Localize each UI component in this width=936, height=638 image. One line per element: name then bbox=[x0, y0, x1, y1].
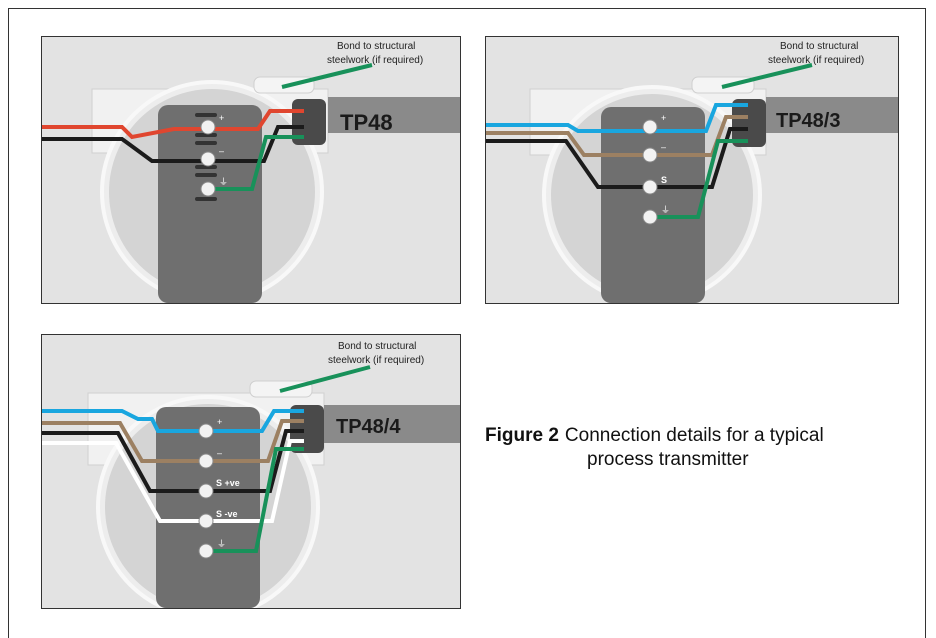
terminal-label-earth: ⏚ bbox=[661, 205, 670, 215]
terminal-label-plus: + bbox=[219, 113, 224, 123]
bond-label-line2: steelwork (if required) bbox=[327, 55, 423, 66]
terminal-label-plus: + bbox=[217, 417, 222, 427]
cable-gland-body bbox=[328, 97, 460, 133]
terminal-label-s-neg: S -ve bbox=[216, 509, 238, 519]
diagram-tp48: TP48 + – ⏚ Bond to structural steelwork … bbox=[41, 36, 461, 304]
terminal-label-earth: ⏚ bbox=[219, 177, 228, 187]
terminal-label-s: S bbox=[661, 175, 667, 185]
diagram-tp48-3: TP48/3 + – S ⏚ Bond to structural steelw… bbox=[485, 36, 899, 304]
bond-label-line1: Bond to structural bbox=[780, 41, 858, 52]
bond-label-line2: steelwork (if required) bbox=[328, 355, 424, 366]
wire-green bbox=[206, 447, 304, 553]
model-label: TP48/4 bbox=[336, 416, 401, 438]
terminal-screws bbox=[198, 423, 214, 559]
terminal-tabs bbox=[195, 113, 217, 201]
terminal-screws bbox=[200, 119, 216, 197]
wire-bond bbox=[721, 63, 813, 89]
bond-label-line1: Bond to structural bbox=[337, 41, 415, 52]
terminal-strip bbox=[156, 407, 260, 608]
terminal-screws bbox=[642, 119, 658, 225]
terminal-label-s-pos: S +ve bbox=[216, 478, 240, 488]
cable-gland bbox=[732, 99, 766, 147]
terminal-label-minus: – bbox=[219, 146, 224, 156]
bond-label-line2: steelwork (if required) bbox=[768, 55, 864, 66]
wire-bond bbox=[281, 63, 373, 89]
figure-label: Figure 2 bbox=[485, 425, 559, 446]
caption-line2: process transmitter bbox=[587, 449, 749, 470]
page-frame bbox=[8, 8, 926, 638]
wire-green bbox=[208, 135, 304, 191]
wire-blue bbox=[42, 409, 304, 433]
cable-gland-body bbox=[766, 97, 898, 133]
terminal-label-minus: – bbox=[661, 142, 666, 152]
wire-bond bbox=[279, 365, 371, 393]
diagram-tp48-4: TP48/4 + – S +ve S -ve ⏚ Bond to structu… bbox=[41, 334, 461, 609]
terminal-label-minus: – bbox=[217, 448, 222, 458]
model-label: TP48 bbox=[340, 110, 393, 135]
terminal-label-earth: ⏚ bbox=[217, 539, 226, 549]
terminal-strip bbox=[158, 105, 262, 303]
bond-label-line1: Bond to structural bbox=[338, 341, 416, 352]
terminal-label-plus: + bbox=[661, 113, 666, 123]
cable-gland-body bbox=[324, 405, 460, 443]
model-label: TP48/3 bbox=[776, 110, 840, 132]
wire-red bbox=[42, 109, 304, 140]
terminal-strip bbox=[601, 107, 705, 303]
wire-green bbox=[650, 139, 748, 219]
caption-line1: Connection details for a typical bbox=[564, 425, 824, 446]
